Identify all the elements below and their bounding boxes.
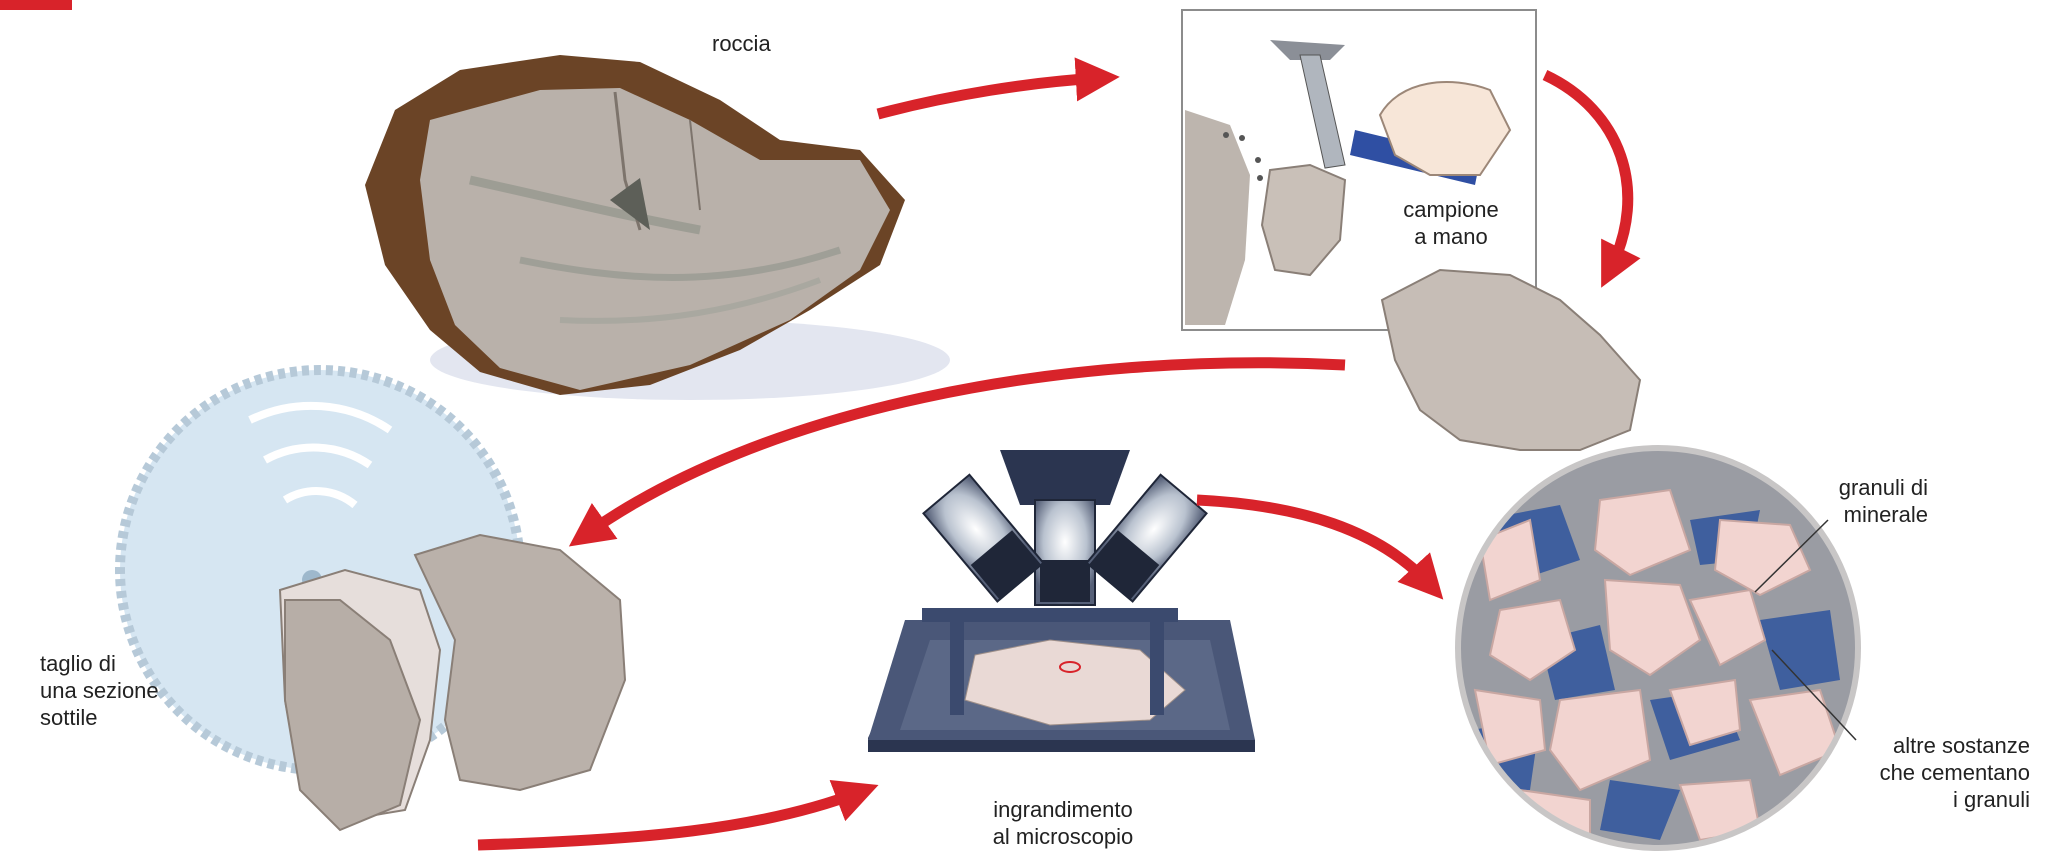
- rock-illustration: [365, 55, 950, 400]
- label-cement: altre sostanze che cementano i granuli: [1840, 732, 2030, 813]
- label-magnification: ingrandimento al microscopio: [968, 796, 1158, 850]
- label-rock: roccia: [712, 30, 771, 57]
- arrow-hammer-to-sample: [1545, 75, 1628, 270]
- corner-tag: [0, 0, 72, 10]
- label-mineral-grains: granuli di minerale: [1790, 474, 1928, 528]
- microscope: [868, 450, 1255, 752]
- arrow-microscope-to-view: [1197, 500, 1430, 585]
- saw-and-cut-rock: [120, 370, 625, 830]
- hand-sample-rock: [1382, 270, 1640, 450]
- label-hand-sample: campione a mano: [1388, 196, 1514, 250]
- arrow-saw-to-microscope: [478, 792, 860, 845]
- arrow-rock-to-hammer: [878, 78, 1100, 114]
- label-thin-section: taglio di una sezione sottile: [40, 650, 159, 731]
